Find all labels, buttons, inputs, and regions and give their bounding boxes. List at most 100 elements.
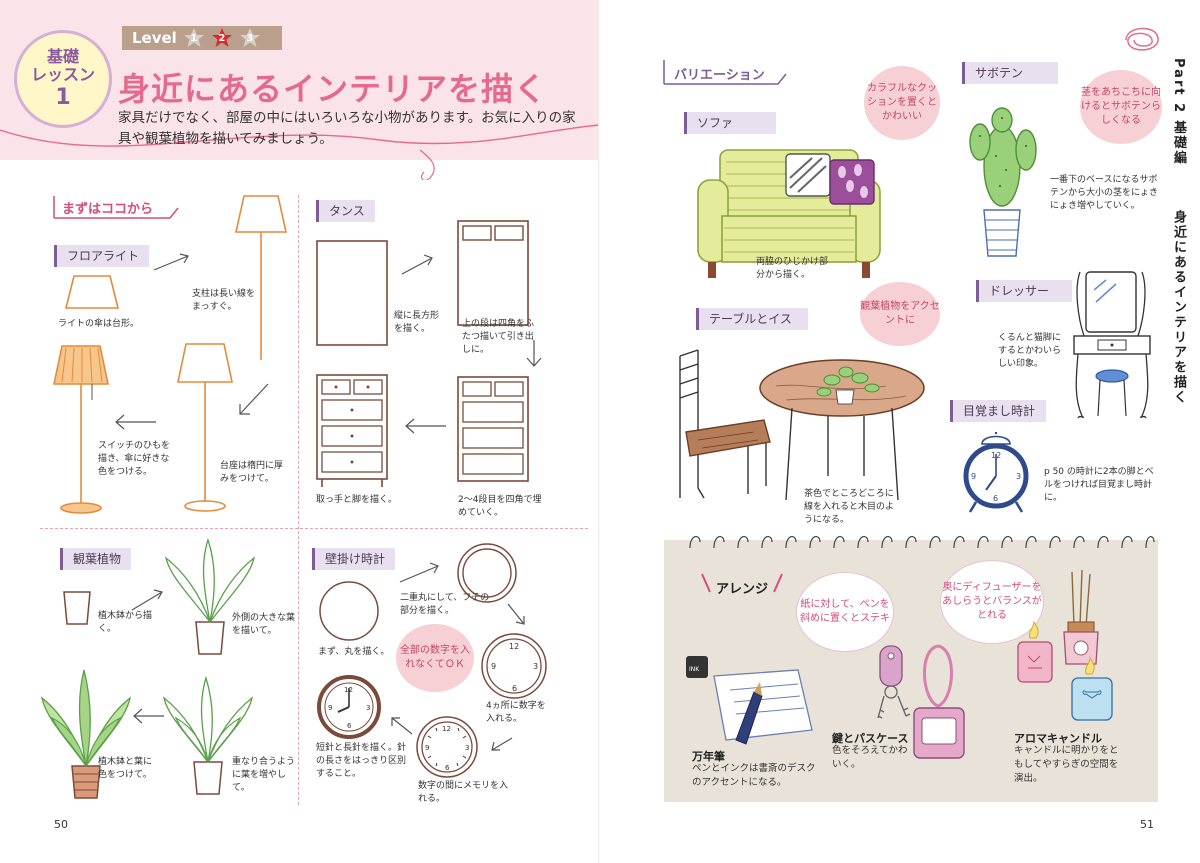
arrow-icon xyxy=(399,562,439,583)
tip-bubble-pen: 紙に対して、ペンを斜めに置くとステキ xyxy=(796,572,894,652)
star-3-label: 3 xyxy=(246,32,254,44)
caption-clock-circle: まず、丸を描く。 xyxy=(318,647,390,657)
level-tag: Level 1 2 3 xyxy=(122,26,282,50)
arrow-icon xyxy=(491,737,513,751)
badge-line1: 基礎 xyxy=(46,46,79,66)
caption-tansu-rows: 2～4段目を四角で埋めていく。 xyxy=(458,495,542,519)
arrange-heading: アレンジ xyxy=(716,582,769,597)
tab-table-chair: テーブルとイス xyxy=(696,308,808,330)
lamp-with-base xyxy=(177,343,233,512)
svg-text:6: 6 xyxy=(445,764,450,772)
lamp-with-pole xyxy=(235,195,287,360)
caption-clock-four: 4ヵ所に数字を入れる。 xyxy=(486,701,546,725)
level-label: Level xyxy=(132,29,177,47)
scribble-decoration xyxy=(1125,27,1159,51)
svg-text:9: 9 xyxy=(491,662,496,671)
tip-bubble-diffuser: 奥にディフューザーをあしらうとバランスがとれる xyxy=(940,560,1044,644)
caption-plant-outer: 外側の大きな葉を描いて。 xyxy=(232,613,296,637)
arrow-icon xyxy=(133,708,164,724)
caption-alarm-clock: p 50 の時計に2本の脚とベルをつければ目覚まし時計に。 xyxy=(1044,467,1154,504)
tab-floor-light: フロアライト xyxy=(54,245,150,267)
lesson-badge: 基礎 レッスン 1 xyxy=(14,30,112,128)
star-icon: 3 xyxy=(239,27,261,49)
aroma-candle-illustration xyxy=(1017,569,1113,721)
caption-tansu-top: 上の段は四角をふたつ描いて引き出しに。 xyxy=(462,319,535,356)
arrange-accent-icon xyxy=(773,573,783,593)
cactus-illustration xyxy=(969,107,1037,257)
caption-plant-pot: 植木鉢から描く。 xyxy=(98,611,153,635)
tab-cactus: サボテン xyxy=(962,62,1058,84)
svg-text:6: 6 xyxy=(347,722,352,730)
tab-wall-clock: 壁掛け時計 xyxy=(312,548,396,570)
arrow-icon xyxy=(131,589,163,611)
page-title: 身近にあるインテリアを描く xyxy=(118,70,548,108)
badge-number: 1 xyxy=(55,84,71,110)
tansu-rows xyxy=(457,376,529,482)
star-1-label: 1 xyxy=(190,32,198,44)
plant-outer-leaves xyxy=(164,537,256,655)
plant-overlap-leaves xyxy=(162,675,254,795)
badge-line2: レッスン xyxy=(30,65,95,85)
tab-sofa: ソファ xyxy=(684,112,776,134)
arrow-icon xyxy=(405,418,446,434)
svg-text:9: 9 xyxy=(971,472,976,481)
page-number-left: 50 xyxy=(54,818,68,831)
clock-circle xyxy=(319,581,379,641)
side-part-title: Part 2 基礎編 xyxy=(1171,58,1186,166)
caption-lamp-shade: ライトの傘は台形。 xyxy=(58,319,140,329)
header-wave xyxy=(0,120,600,180)
page-number-right: 51 xyxy=(1140,818,1154,831)
svg-text:3: 3 xyxy=(533,662,538,671)
svg-text:12: 12 xyxy=(442,725,451,733)
lead-text: 家具だけでなく、部屋の中にはいろいろな小物があります。お気に入りの家具や観葉植物… xyxy=(118,110,576,147)
svg-text:9: 9 xyxy=(425,744,429,752)
arrange-panel xyxy=(664,540,1158,802)
table-illustration xyxy=(759,359,925,501)
sofa-illustration xyxy=(697,149,881,278)
arrange-candle-title: アロマキャンドル xyxy=(1014,732,1102,745)
star-active-icon: 2 xyxy=(211,27,233,49)
svg-text:9: 9 xyxy=(328,704,332,712)
variation-heading: バリエーション xyxy=(674,68,765,83)
arrange-accent-icon xyxy=(701,573,711,593)
clock-frame xyxy=(457,543,517,603)
tansu-top-drawers xyxy=(457,220,529,326)
svg-text:3: 3 xyxy=(366,704,370,712)
lamp-colored xyxy=(53,345,109,514)
side-subtitle: 身近にあるインテリアを描く xyxy=(1171,210,1186,405)
arrow-icon xyxy=(507,603,525,625)
start-heading-bracket xyxy=(53,196,179,219)
arrow-icon xyxy=(153,253,189,271)
caption-table: 茶色でところどころに線を入れると木目のようになる。 xyxy=(804,489,895,526)
tansu-finished xyxy=(316,374,388,487)
star-2-label: 2 xyxy=(218,32,226,44)
start-heading: まずはココから xyxy=(62,202,154,217)
lamp-shade-outline xyxy=(64,275,120,309)
arrow-icon xyxy=(115,414,156,430)
arrow-icon xyxy=(239,383,269,415)
svg-text:6: 6 xyxy=(512,684,517,693)
fountain-pen-illustration: INK xyxy=(686,656,813,745)
caption-clock-hands: 短針と長針を描く。針の長さをはっきり区別すること。 xyxy=(316,743,407,780)
pot-outline xyxy=(63,591,91,625)
caption-cactus: 一番下のベースになるサボテンから大小の茎をにょきにょき増やしていく。 xyxy=(1050,175,1159,212)
right-page: バリエーション ソファ カラフルなクッションを置くとかわいい 両脇のひじかけ部分… xyxy=(600,0,1200,863)
caption-lamp-pole: 支柱は長い線をまっすぐ。 xyxy=(192,289,256,313)
arrow-icon xyxy=(391,717,413,735)
chair-illustration xyxy=(679,349,771,499)
tip-bubble-table: 観葉植物をアクセントに xyxy=(860,282,940,346)
tab-dresser: ドレッサー xyxy=(976,280,1072,302)
arrange-keys-desc: 色をそろえてかわいく。 xyxy=(832,745,908,770)
tab-alarm-clock: 目覚まし時計 xyxy=(950,400,1046,422)
star-icon: 1 xyxy=(183,27,205,49)
arrange-pen-desc: ペンとインクは書斎のデスクのアクセントになる。 xyxy=(692,763,816,788)
caption-plant-color: 植木鉢と葉に色をつけて。 xyxy=(98,757,153,781)
dresser-illustration xyxy=(1073,271,1151,419)
divider-vertical xyxy=(298,195,299,805)
tansu-outline xyxy=(316,240,388,346)
